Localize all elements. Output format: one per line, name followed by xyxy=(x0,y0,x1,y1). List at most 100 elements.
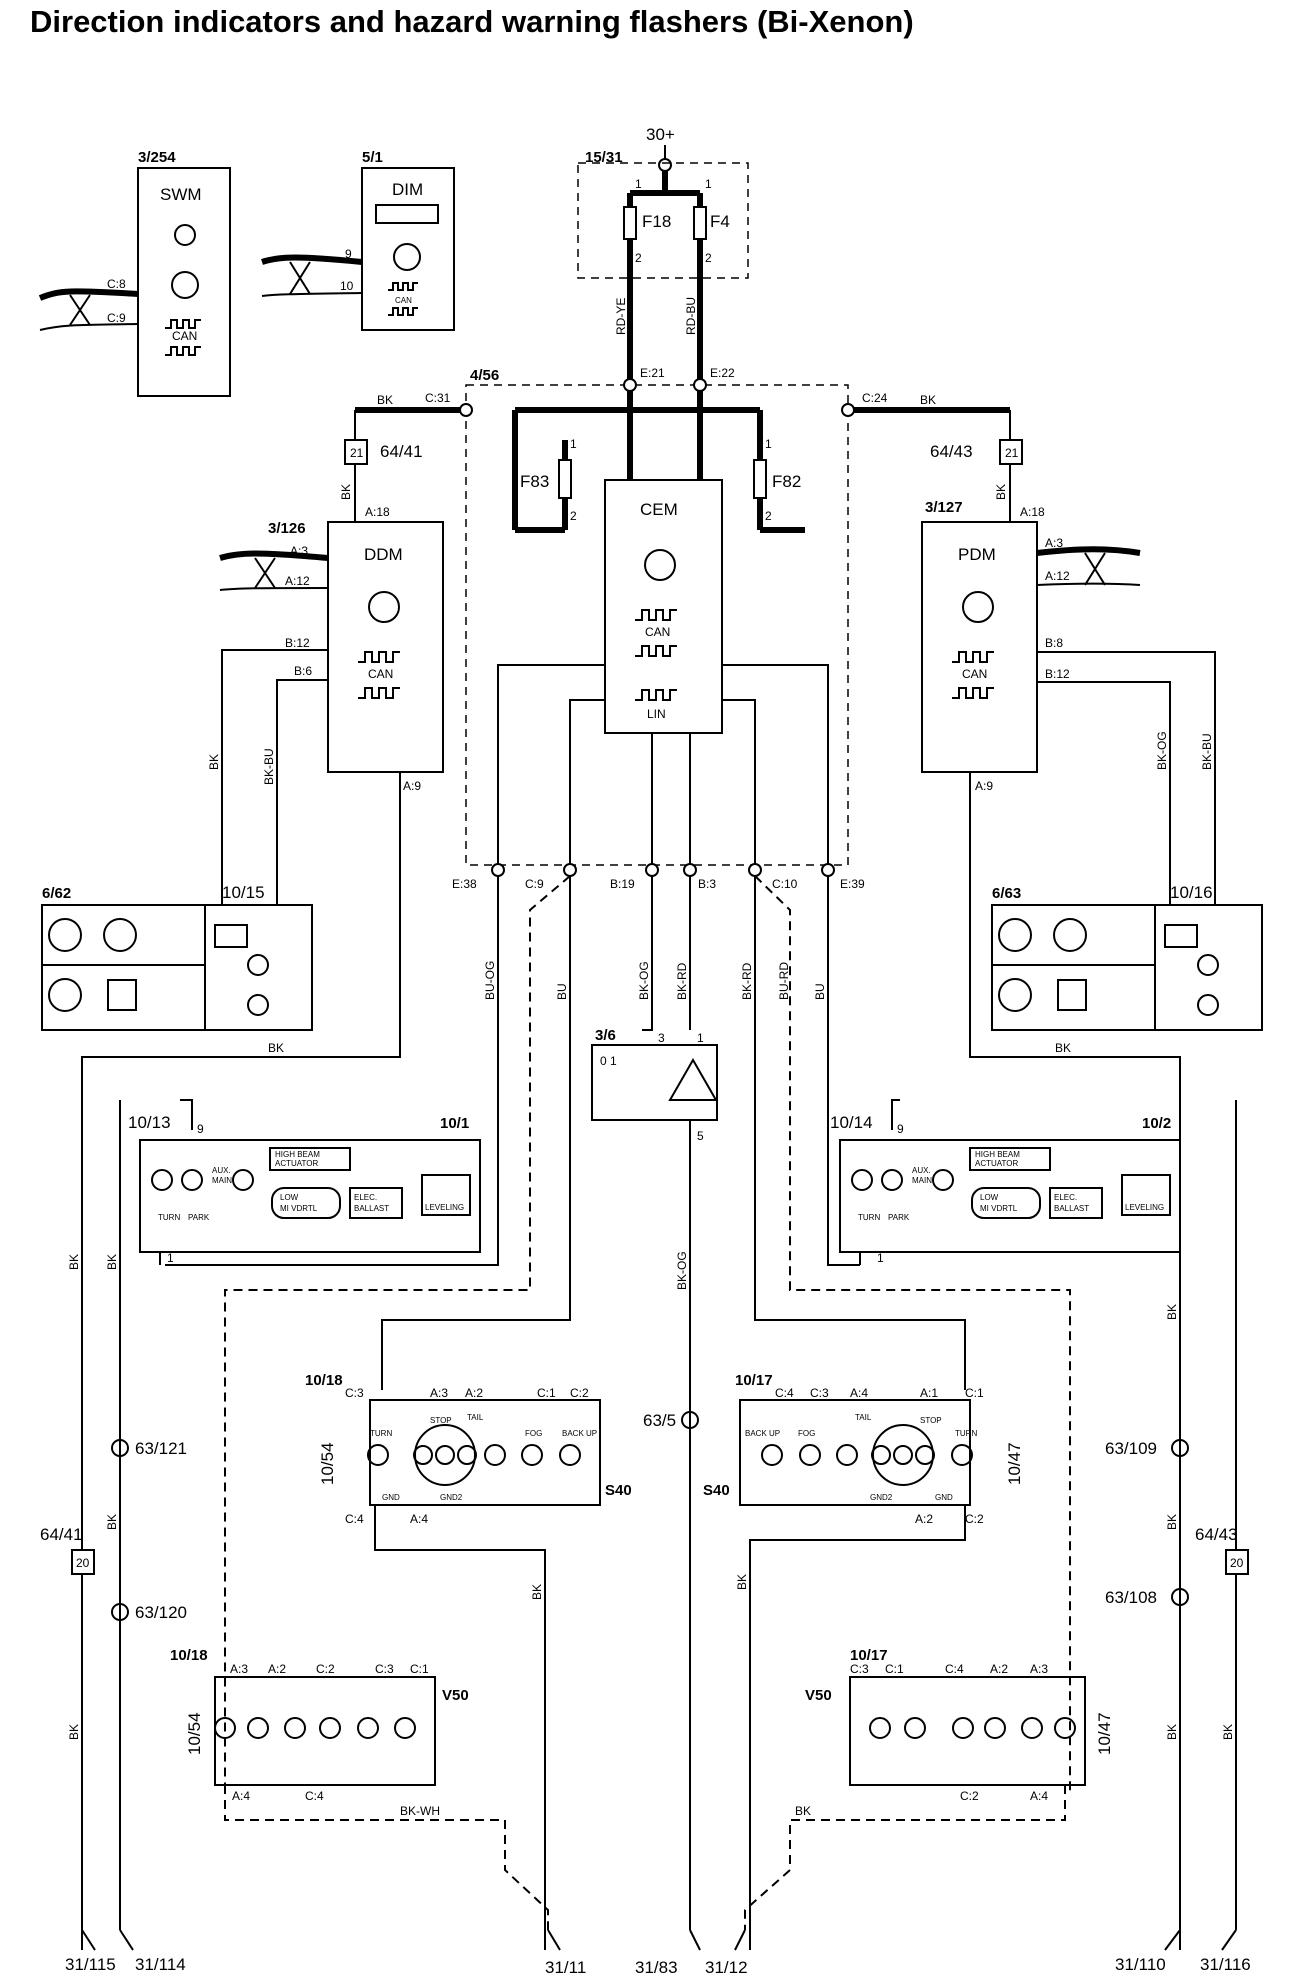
svg-text:RD-BU: RD-BU xyxy=(684,297,698,335)
svg-text:2: 2 xyxy=(635,251,642,265)
svg-text:1: 1 xyxy=(167,1251,174,1265)
svg-text:TAIL: TAIL xyxy=(855,1413,872,1422)
svg-text:5/1: 5/1 xyxy=(362,149,383,166)
svg-text:F18: F18 xyxy=(642,212,671,231)
svg-text:10/47: 10/47 xyxy=(1095,1712,1114,1755)
svg-text:64/41: 64/41 xyxy=(40,1525,83,1544)
steering-icon xyxy=(174,224,196,246)
svg-text:9: 9 xyxy=(197,1122,204,1136)
svg-text:10/18: 10/18 xyxy=(170,1647,208,1664)
svg-text:10/15: 10/15 xyxy=(222,883,265,902)
svg-text:BK-RD: BK-RD xyxy=(740,962,754,1000)
svg-text:C:2: C:2 xyxy=(965,1512,984,1526)
svg-text:31/114: 31/114 xyxy=(135,1955,186,1974)
svg-text:A:4: A:4 xyxy=(232,1789,250,1803)
svg-text:TURN: TURN xyxy=(370,1429,392,1438)
svg-text:10/17: 10/17 xyxy=(735,1372,773,1389)
svg-text:AUX.: AUX. xyxy=(912,1166,931,1175)
svg-text:BALLAST: BALLAST xyxy=(1054,1204,1089,1213)
svg-text:BK: BK xyxy=(1165,1514,1179,1530)
svg-text:A:2: A:2 xyxy=(915,1512,933,1526)
svg-text:A:4: A:4 xyxy=(410,1512,428,1526)
svg-text:C:8: C:8 xyxy=(107,277,126,291)
transistor-icon xyxy=(644,549,676,581)
svg-text:MI VDRTL: MI VDRTL xyxy=(980,1204,1018,1213)
svg-text:MAIN: MAIN xyxy=(212,1176,232,1185)
svg-text:BK: BK xyxy=(1055,1041,1071,1055)
svg-text:BU-RD: BU-RD xyxy=(777,962,791,1000)
svg-text:ELEC.: ELEC. xyxy=(354,1193,377,1202)
svg-text:31/12: 31/12 xyxy=(705,1958,748,1977)
mirror-right-6-63: 6/63 10/16 xyxy=(991,883,1263,1031)
svg-text:ELEC.: ELEC. xyxy=(1054,1193,1077,1202)
svg-text:BK-OG: BK-OG xyxy=(675,1251,689,1290)
svg-text:C:24: C:24 xyxy=(862,391,888,405)
svg-text:C:3: C:3 xyxy=(345,1386,364,1400)
svg-text:21: 21 xyxy=(1005,446,1019,460)
svg-text:C:2: C:2 xyxy=(960,1789,979,1803)
fuse-f4 xyxy=(693,206,707,240)
module-dim: 5/1 DIM CAN 9 10 xyxy=(261,149,455,331)
svg-text:A:18: A:18 xyxy=(1020,505,1045,519)
svg-text:63/5: 63/5 xyxy=(643,1411,676,1430)
svg-text:LOW: LOW xyxy=(980,1193,999,1202)
rear-lamp-v50-right: 10/17 10/47 V50 C:3 C:1 C:4 A:2 A:3 C:2 … xyxy=(744,1647,1114,1930)
svg-text:GND2: GND2 xyxy=(440,1493,463,1502)
svg-text:MI VDRTL: MI VDRTL xyxy=(280,1204,318,1213)
svg-text:B:12: B:12 xyxy=(285,636,310,650)
svg-text:A:18: A:18 xyxy=(365,505,390,519)
svg-text:1: 1 xyxy=(697,1031,704,1045)
svg-text:1: 1 xyxy=(877,1251,884,1265)
svg-text:64/43: 64/43 xyxy=(1195,1525,1238,1544)
svg-text:HIGH BEAM: HIGH BEAM xyxy=(975,1150,1020,1159)
svg-text:FOG: FOG xyxy=(525,1429,542,1438)
svg-text:21: 21 xyxy=(350,446,364,460)
svg-text:63/120: 63/120 xyxy=(135,1603,187,1622)
rear-lamp-s40-left: 10/18 10/54 S40 C:3 A:3 A:2 C:1 C:2 TURN… xyxy=(305,1372,632,1950)
svg-text:BK: BK xyxy=(530,1584,544,1600)
svg-text:9: 9 xyxy=(897,1122,904,1136)
svg-text:BK: BK xyxy=(795,1804,811,1818)
svg-text:B:19: B:19 xyxy=(610,877,635,891)
svg-text:15/31: 15/31 xyxy=(585,149,623,166)
svg-text:3/126: 3/126 xyxy=(268,520,306,537)
module-ddm: 3/126 DDM CAN A:3 A:12 B:12 B:6 A:18 A:9… xyxy=(81,410,444,1950)
rear-lamp-v50-left: 10/18 10/54 V50 A:3 A:2 C:2 C:3 C:1 A:4 … xyxy=(170,1647,549,1930)
transistor-icon xyxy=(368,591,400,623)
svg-text:10/13: 10/13 xyxy=(128,1113,171,1132)
cem-output-wires: BU-OG BU BK-OG BK-RD BK-RD BU-RD BU xyxy=(165,875,1071,1795)
transistor-icon xyxy=(171,271,199,299)
svg-text:GND2: GND2 xyxy=(870,1493,893,1502)
svg-text:1: 1 xyxy=(570,437,577,451)
module-pdm: 3/127 PDM CAN A:3 A:12 B:8 B:12 A:18 A:9… xyxy=(921,410,1216,1950)
svg-text:BK: BK xyxy=(377,393,393,407)
svg-text:BACK UP: BACK UP xyxy=(562,1429,597,1438)
svg-text:31/116: 31/116 xyxy=(1200,1955,1251,1974)
svg-text:A:12: A:12 xyxy=(1045,569,1070,583)
page-title: Direction indicators and hazard warning … xyxy=(30,4,914,39)
svg-text:S40: S40 xyxy=(605,1482,632,1499)
svg-text:GND: GND xyxy=(382,1493,400,1502)
svg-text:A:3: A:3 xyxy=(430,1386,448,1400)
svg-text:10/54: 10/54 xyxy=(318,1442,337,1485)
svg-text:C:3: C:3 xyxy=(850,1662,869,1676)
svg-text:30+: 30+ xyxy=(646,125,675,144)
svg-text:63/121: 63/121 xyxy=(135,1439,187,1458)
svg-text:3: 3 xyxy=(658,1031,665,1045)
svg-text:S40: S40 xyxy=(703,1482,730,1499)
svg-text:A:1: A:1 xyxy=(920,1386,938,1400)
left-ground-branch: BK BK BK BK 63/121 63/120 20 64/41 xyxy=(40,1100,187,1930)
svg-text:SWM: SWM xyxy=(160,185,202,204)
svg-text:CAN: CAN xyxy=(368,667,393,681)
svg-text:BK: BK xyxy=(735,1574,749,1590)
svg-text:63/108: 63/108 xyxy=(1105,1588,1157,1607)
svg-text:A:3: A:3 xyxy=(1045,536,1063,550)
svg-text:10/14: 10/14 xyxy=(830,1113,873,1132)
module-swm: 3/254 SWM CAN C:8 C:9 xyxy=(38,149,231,397)
svg-text:BK: BK xyxy=(268,1041,284,1055)
right-ground-branch: BK BK BK BK 63/109 63/108 20 64/43 xyxy=(1105,1100,1249,1930)
svg-text:10/1: 10/1 xyxy=(440,1115,469,1132)
svg-text:F4: F4 xyxy=(710,212,730,231)
svg-text:C:9: C:9 xyxy=(107,311,126,325)
svg-text:BU: BU xyxy=(555,983,569,1000)
